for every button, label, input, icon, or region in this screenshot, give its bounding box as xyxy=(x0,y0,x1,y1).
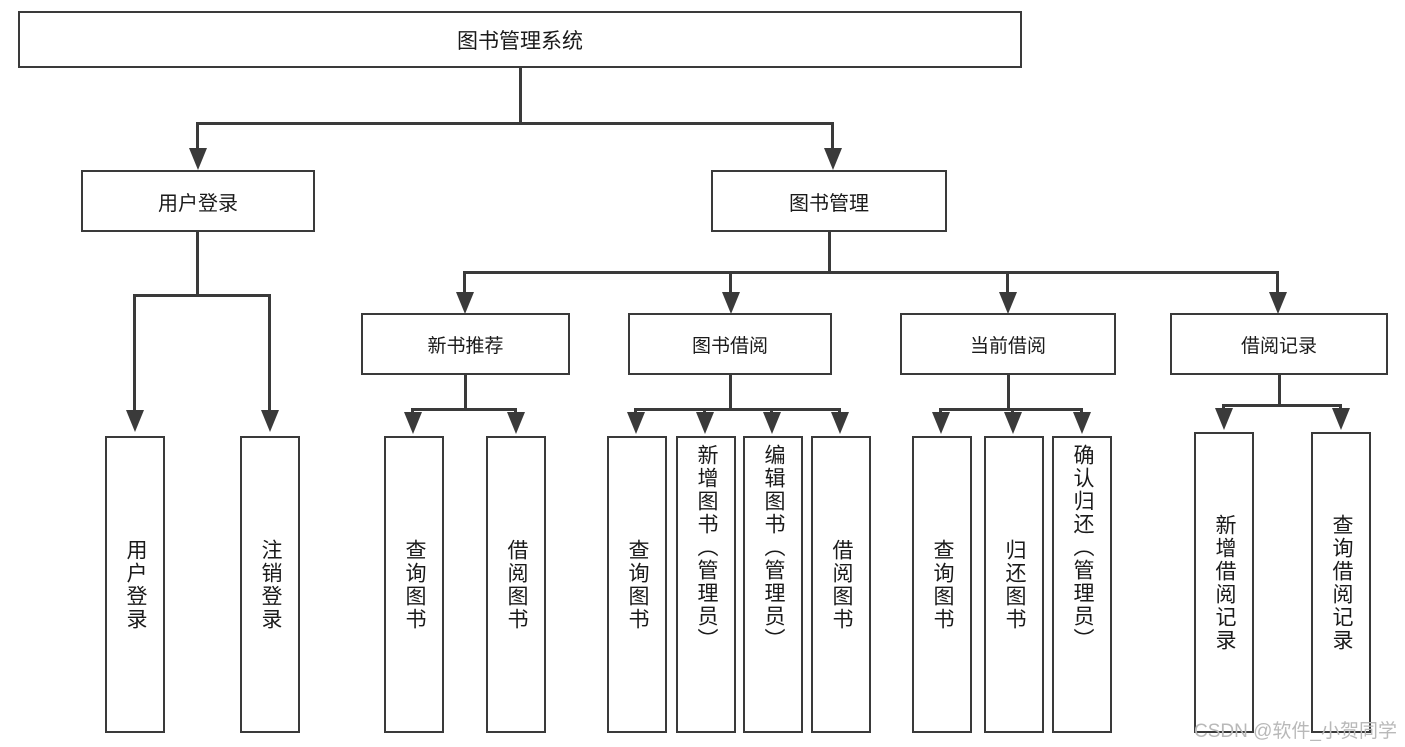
leaf-query-book-current[interactable]: 查询图书 xyxy=(912,436,972,733)
node-borrow-record[interactable]: 借阅记录 xyxy=(1170,313,1388,375)
arrowhead-leaf-add-record xyxy=(1215,408,1233,430)
connector-book-borrow-bus xyxy=(634,408,841,411)
connector-drop-leaf-add-record xyxy=(1222,404,1225,410)
node-book-borrow[interactable]: 图书借阅 xyxy=(628,313,832,375)
connector-drop-leaf-query-book-1 xyxy=(411,408,414,414)
connector-book-borrow-stem xyxy=(729,375,732,411)
arrowhead-leaf-borrow-book-1 xyxy=(507,412,525,434)
arrowhead-leaf-add-book xyxy=(696,412,714,434)
arrowhead-book-borrow xyxy=(722,292,740,314)
connector-user-login-stem xyxy=(196,232,199,296)
connector-borrow-record-bus xyxy=(1222,404,1342,407)
node-user-login[interactable]: 用户登录 xyxy=(81,170,315,232)
connector-book-management-stem xyxy=(828,232,831,273)
connector-drop-leaf-add-book xyxy=(703,408,706,414)
arrowhead-leaf-return-book xyxy=(1004,412,1022,434)
connector-drop-current-borrow xyxy=(1006,271,1009,293)
connector-new-book-recommend-stem xyxy=(464,375,467,411)
connector-current-borrow-stem xyxy=(1007,375,1010,411)
connector-drop-leaf-logout xyxy=(268,294,271,411)
leaf-add-book-admin[interactable]: 新增图书（管理员） xyxy=(676,436,736,733)
connector-borrow-record-stem xyxy=(1278,375,1281,406)
node-root-library-management-system[interactable]: 图书管理系统 xyxy=(18,11,1022,68)
connector-drop-leaf-return-book xyxy=(1011,408,1014,414)
leaf-query-borrow-record[interactable]: 查询借阅记录 xyxy=(1311,432,1371,733)
connector-drop-leaf-query-book-2 xyxy=(634,408,637,414)
connector-drop-book-management xyxy=(831,122,834,149)
connector-drop-leaf-query-book-3 xyxy=(939,408,942,414)
connector-drop-leaf-edit-book xyxy=(770,408,773,414)
leaf-logout[interactable]: 注销登录 xyxy=(240,436,300,733)
connector-drop-leaf-user-login xyxy=(133,294,136,411)
arrowhead-leaf-user-login xyxy=(126,410,144,432)
leaf-borrow-book-new-recommend[interactable]: 借阅图书 xyxy=(486,436,546,733)
connector-new-book-recommend-bus xyxy=(411,408,517,411)
node-current-borrow[interactable]: 当前借阅 xyxy=(900,313,1116,375)
connector-drop-user-login xyxy=(196,122,199,149)
arrowhead-leaf-confirm-return xyxy=(1073,412,1091,434)
connector-level3-bus xyxy=(463,271,1279,274)
connector-drop-leaf-borrow-book-1 xyxy=(514,408,517,414)
arrowhead-leaf-logout xyxy=(261,410,279,432)
node-new-book-recommend[interactable]: 新书推荐 xyxy=(361,313,570,375)
connector-user-login-bus xyxy=(133,294,270,297)
arrowhead-leaf-query-book-3 xyxy=(932,412,950,434)
leaf-confirm-return-admin[interactable]: 确认归还（管理员） xyxy=(1052,436,1112,733)
arrowhead-new-book-recommend xyxy=(456,292,474,314)
arrowhead-current-borrow xyxy=(999,292,1017,314)
leaf-edit-book-admin[interactable]: 编辑图书（管理员） xyxy=(743,436,803,733)
leaf-user-login[interactable]: 用户登录 xyxy=(105,436,165,733)
connector-drop-borrow-record xyxy=(1276,271,1279,293)
arrowhead-user-login xyxy=(189,148,207,170)
node-book-management[interactable]: 图书管理 xyxy=(711,170,947,232)
connector-drop-leaf-confirm-return xyxy=(1080,408,1083,414)
leaf-query-book-borrow[interactable]: 查询图书 xyxy=(607,436,667,733)
arrowhead-leaf-query-book-1 xyxy=(404,412,422,434)
connector-drop-leaf-query-record xyxy=(1339,404,1342,410)
connector-drop-leaf-borrow-book-2 xyxy=(838,408,841,414)
leaf-query-book-new-recommend[interactable]: 查询图书 xyxy=(384,436,444,733)
leaf-add-borrow-record[interactable]: 新增借阅记录 xyxy=(1194,432,1254,733)
arrowhead-leaf-edit-book xyxy=(763,412,781,434)
arrowhead-borrow-record xyxy=(1269,292,1287,314)
connector-level2-bus xyxy=(196,122,833,125)
leaf-borrow-book-borrow[interactable]: 借阅图书 xyxy=(811,436,871,733)
arrowhead-leaf-query-book-2 xyxy=(627,412,645,434)
arrowhead-book-management xyxy=(824,148,842,170)
connector-root-stem xyxy=(519,68,522,122)
leaf-return-book[interactable]: 归还图书 xyxy=(984,436,1044,733)
connector-drop-new-book-recommend xyxy=(463,271,466,293)
arrowhead-leaf-query-record xyxy=(1332,408,1350,430)
arrowhead-leaf-borrow-book-2 xyxy=(831,412,849,434)
connector-drop-book-borrow xyxy=(729,271,732,293)
